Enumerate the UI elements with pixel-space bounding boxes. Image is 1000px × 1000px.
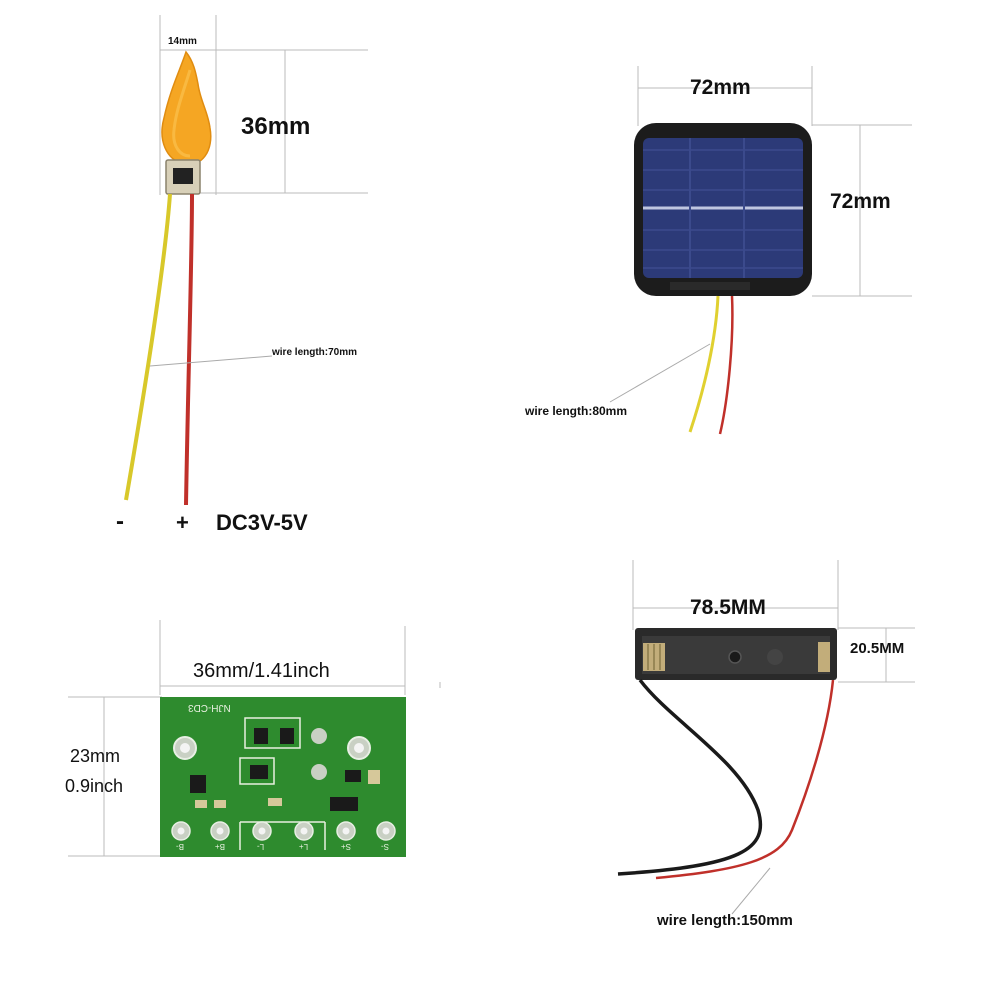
pcb-width-label: 36mm/1.41inch <box>193 660 330 682</box>
solar-panel-drawing <box>609 66 912 435</box>
battery-wire-red <box>655 679 835 880</box>
led-wire-leader <box>149 355 273 367</box>
led-height-label: 36mm <box>241 113 311 140</box>
pcb-terminal-label: L+ <box>299 842 309 851</box>
battery-plus-contact <box>818 642 830 672</box>
battery-wire-leader <box>731 867 771 915</box>
solar-height-label: 72mm <box>830 190 891 213</box>
pcb-terminal-label: S+ <box>341 842 352 851</box>
battery-holder-panel: 78.5MM 20.5MM wire length:150mm <box>500 560 1000 1000</box>
battery-wire-label: wire length:150mm <box>657 912 793 929</box>
solar-width-label: 72mm <box>690 76 751 99</box>
led-wire-label: wire length:70mm <box>272 347 358 358</box>
led-flame-drawing <box>124 15 368 506</box>
pcb-height-mm-label: 23mm <box>70 746 121 766</box>
pcb-terminal-label: L- <box>257 842 265 851</box>
battery-height-label: 20.5MM <box>850 640 905 657</box>
battery-holder-drawing <box>617 560 915 915</box>
led-width-label: 14mm <box>168 36 197 47</box>
pcb-panel: 36mm/1.41inch 23mm 0.9inch NJH-CD3 B- B+… <box>0 560 500 1000</box>
led-flame-panel: 14mm 36mm wire length:70mm - + DC3V-5V <box>0 0 500 560</box>
wire-red <box>184 193 194 506</box>
led-voltage-label: DC3V-5V <box>216 510 308 535</box>
pcb-drawing <box>68 620 441 857</box>
pcb-terminal-label: B- <box>176 842 184 851</box>
solar-wire-label: wire length:80mm <box>525 404 628 418</box>
pcb-height-inch-label: 0.9inch <box>65 776 124 796</box>
battery-wire-black <box>617 678 763 876</box>
battery-width-label: 78.5MM <box>690 596 766 619</box>
led-plus-label: + <box>176 510 189 535</box>
pcb-terminal-labels: B- B+ L- L+ S+ S- <box>160 842 406 854</box>
led-chip-ic <box>173 168 193 184</box>
pcb-terminal-label: B+ <box>215 842 226 851</box>
wire-yellow <box>124 193 172 501</box>
flame-shape <box>161 50 212 166</box>
pcb-terminal-label: S- <box>381 842 389 851</box>
solar-panel-panel: 72mm 72mm wire length:80mm <box>500 0 1000 560</box>
led-minus-label: - <box>116 508 124 535</box>
solar-wire-leader <box>609 343 711 403</box>
solar-wire-yellow <box>688 295 720 433</box>
solar-wire-red <box>718 295 734 435</box>
pcb-board-text: NJH-CD3 <box>188 702 231 713</box>
